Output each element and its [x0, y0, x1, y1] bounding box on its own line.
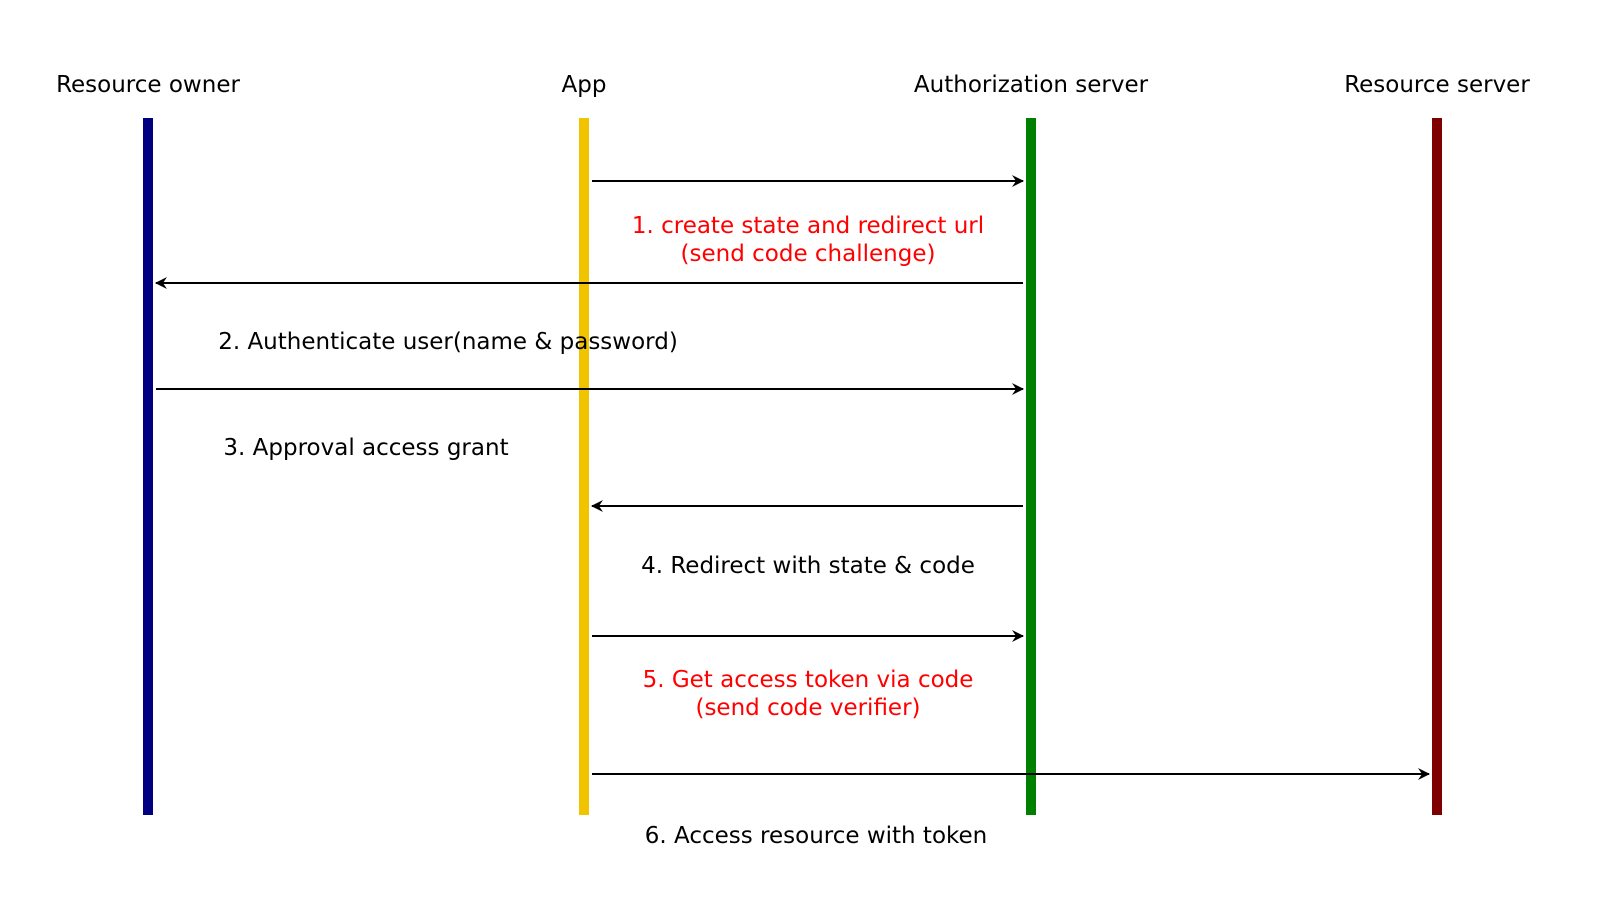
lifeline-owner	[143, 118, 153, 815]
lifeline-auth	[1026, 118, 1036, 815]
message-label-1: 1. create state and redirect url (send c…	[631, 213, 985, 267]
actor-label-app: App	[561, 72, 607, 98]
message-label-3: 3. Approval access grant	[223, 435, 509, 461]
lifeline-resource	[1432, 118, 1442, 815]
actor-label-resource-owner: Resource owner	[56, 72, 240, 98]
message-label-2: 2. Authenticate user(name & password)	[218, 329, 678, 355]
actor-label-authorization-server: Authorization server	[913, 72, 1149, 98]
message-label-4: 4. Redirect with state & code	[641, 553, 975, 579]
lifeline-app	[579, 118, 589, 815]
actor-label-resource-server: Resource server	[1344, 72, 1530, 98]
message-label-6: 6. Access resource with token	[644, 823, 988, 849]
message-label-5: 5. Get access token via code (send code …	[642, 667, 974, 721]
